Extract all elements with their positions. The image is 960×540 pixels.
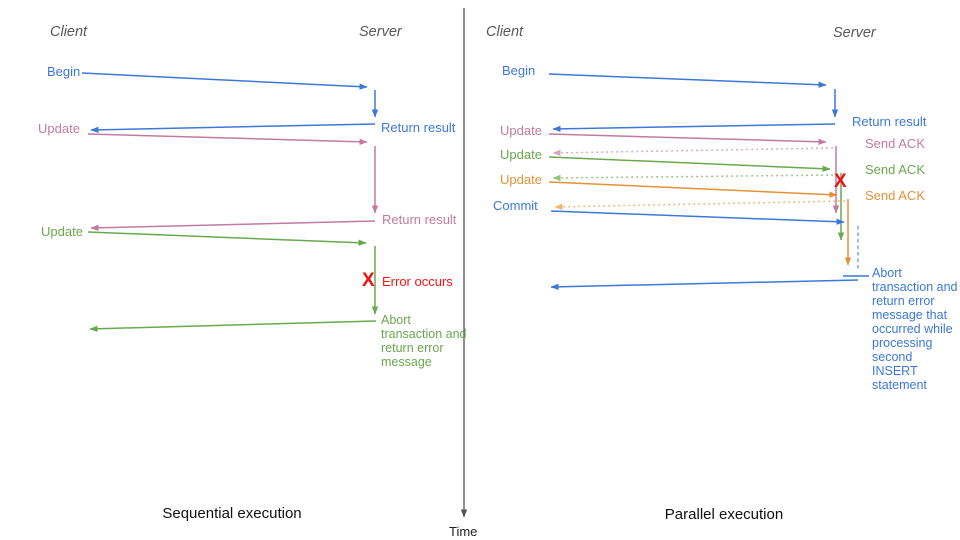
- left-return-result-2-label: Return result: [382, 212, 457, 227]
- left-error-occurs-label: Error occurs: [382, 274, 453, 289]
- left-update-2-request-arrow: [87, 231, 367, 246]
- right-begin-label: Begin: [502, 63, 536, 78]
- right-server-header: Server: [833, 25, 876, 41]
- right-abort-message-label: Abort transaction and return error messa…: [872, 266, 958, 392]
- right-commit-label: Commit: [493, 198, 538, 213]
- left-begin-label: Begin: [47, 64, 81, 79]
- right-update-1-label: Update: [500, 123, 542, 138]
- left-begin-request-arrow: [81, 72, 368, 90]
- left-client-header: Client: [50, 24, 88, 40]
- right-client-header: Client: [486, 24, 524, 40]
- right-send-ack-2-label: Send ACK: [865, 162, 925, 177]
- left-diagram-title: Sequential execution: [162, 505, 302, 522]
- right-send-ack-1-label: Send ACK: [865, 136, 925, 151]
- left-abort-return-arrow: [89, 320, 377, 332]
- left-abort-message-label: Abort transaction and return error messa…: [381, 313, 467, 369]
- right-update-2-request-arrow: [548, 156, 831, 172]
- right-update-3-request-arrow: [548, 181, 838, 198]
- left-update-2-label: Update: [41, 224, 83, 239]
- right-send-ack-3-label: Send ACK: [865, 188, 925, 203]
- right-send-ack-3-arrow: [554, 200, 846, 211]
- left-update-1-label: Update: [38, 121, 80, 136]
- time-axis-label: Time: [449, 524, 478, 539]
- left-server-header: Server: [359, 24, 402, 40]
- left-return-result-1-label: Return result: [381, 120, 456, 135]
- right-send-ack-2-arrow: [552, 174, 839, 182]
- right-commit-request-arrow: [550, 210, 845, 225]
- right-update-3-label: Update: [500, 172, 542, 187]
- left-return-result-1-arrow: [90, 123, 376, 134]
- right-error-x-icon: X: [834, 171, 847, 192]
- right-diagram-title: Parallel execution: [664, 506, 784, 523]
- right-return-result-label: Return result: [852, 114, 927, 129]
- right-update-2-label: Update: [500, 147, 542, 162]
- left-update-1-request-arrow: [87, 133, 368, 145]
- right-begin-request-arrow: [548, 73, 827, 88]
- left-return-result-2-arrow: [90, 220, 376, 232]
- right-send-ack-1-arrow: [552, 147, 834, 157]
- right-update-1-request-arrow: [548, 133, 827, 145]
- right-abort-return-arrow: [550, 279, 859, 291]
- left-error-x-icon: X: [362, 270, 375, 291]
- right-return-result-arrow: [552, 123, 836, 133]
